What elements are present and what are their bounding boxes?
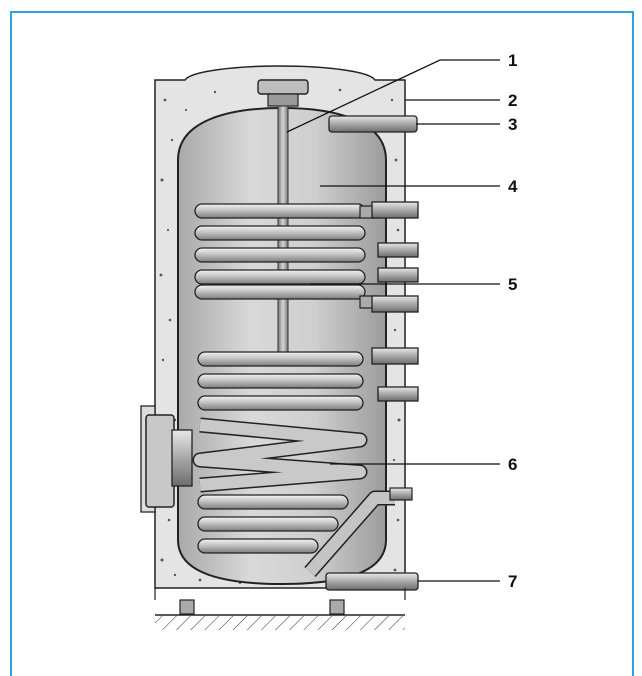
- base-feet: [154, 588, 406, 615]
- lower-heat-exchanger-coil: [192, 351, 395, 577]
- callout-7: 7: [508, 572, 517, 591]
- figure-frame: [10, 11, 634, 676]
- callout-3: 3: [508, 115, 517, 134]
- floor-hatching: [155, 614, 405, 630]
- upper-heat-exchanger-coil: [194, 203, 379, 309]
- callout-4: 4: [508, 177, 518, 196]
- callout-5: 5: [508, 275, 517, 294]
- callout-leaders: [286, 59, 500, 582]
- callout-1: 1: [508, 51, 517, 70]
- callout-6: 6: [508, 455, 517, 474]
- access-flange: [140, 405, 193, 513]
- callout-2: 2: [508, 91, 517, 110]
- top-cap: [257, 79, 309, 107]
- side-connections: [325, 115, 419, 591]
